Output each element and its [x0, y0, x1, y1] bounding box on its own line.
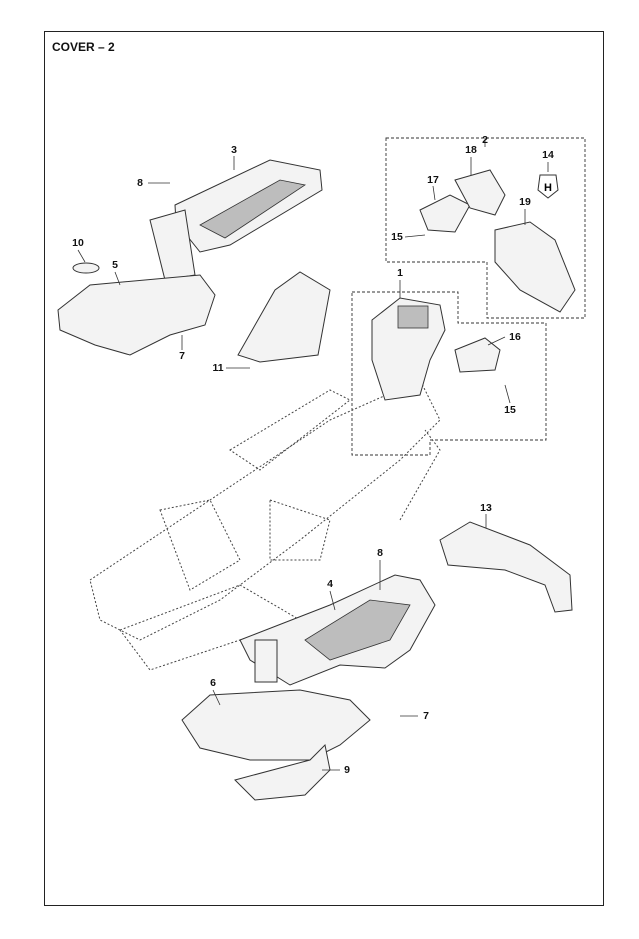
callout-16: 16	[509, 331, 521, 343]
chassis-frame	[89, 379, 441, 671]
part-4-mat	[304, 599, 411, 661]
callout-14: 14	[542, 149, 554, 161]
callout-8: 8	[137, 177, 143, 189]
callout-7: 7	[179, 350, 185, 362]
part-10-cap	[72, 262, 100, 274]
callout-13: 13	[480, 502, 492, 514]
part-13-rear-cover	[439, 521, 573, 613]
callout-17: 17	[427, 174, 439, 186]
callout-2: 2	[482, 134, 488, 146]
diagram-frame	[44, 31, 604, 906]
svg-text:H: H	[544, 182, 552, 194]
part-4-cup-holder	[254, 639, 278, 683]
part-11-tunnel-cover	[237, 271, 331, 363]
callout-9: 9	[344, 764, 350, 776]
part-3-mat	[199, 179, 307, 239]
part-16-display-unit	[454, 337, 501, 373]
callout-7-lower: 7	[423, 710, 429, 722]
part-14-logo-badge: H	[537, 174, 559, 199]
part-18-cover	[454, 169, 506, 216]
callout-11: 11	[212, 362, 224, 374]
callout-10: 10	[72, 237, 84, 249]
callout-18: 18	[465, 144, 477, 156]
callout-6: 6	[210, 677, 216, 689]
callout-5: 5	[112, 259, 118, 271]
diagram-title: COVER – 2	[52, 40, 115, 54]
callout-3: 3	[231, 144, 237, 156]
callout-15-lower: 15	[504, 404, 516, 416]
group-box-1	[351, 291, 547, 456]
part-5-side-cover	[57, 274, 216, 356]
part-19-console-cover	[494, 221, 576, 313]
part-6-side-cover	[181, 689, 371, 761]
callout-8-lower: 8	[377, 547, 383, 559]
callout-1: 1	[397, 267, 403, 279]
callout-15: 15	[391, 231, 403, 243]
part-17-bracket	[419, 194, 471, 233]
leader-lines	[77, 138, 549, 771]
callout-19: 19	[519, 196, 531, 208]
callout-4: 4	[327, 578, 333, 590]
display-window	[397, 305, 429, 329]
group-box-2	[385, 137, 586, 319]
